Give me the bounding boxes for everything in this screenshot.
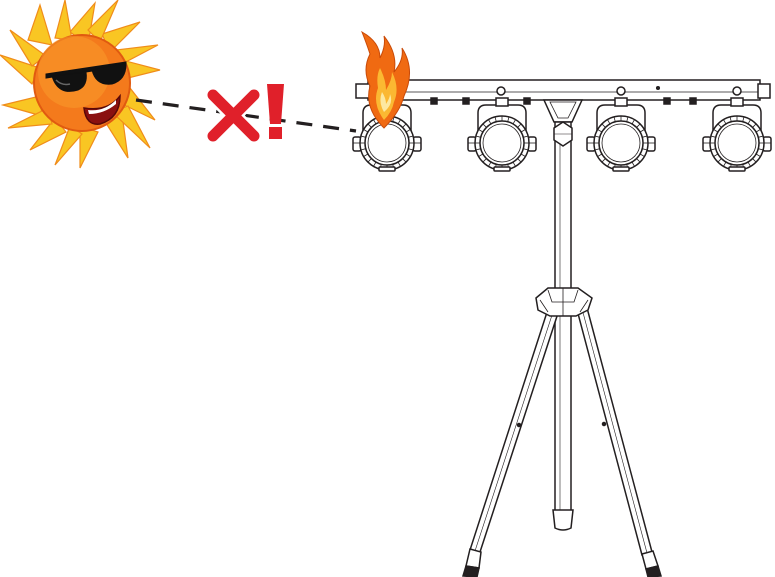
light-bar <box>355 79 771 531</box>
light-head <box>586 97 656 172</box>
sun-icon <box>0 0 161 169</box>
warning-exclamation-icon <box>267 84 284 139</box>
mast-lower <box>554 311 572 513</box>
sight-line <box>135 98 357 133</box>
flame-icon <box>361 30 410 129</box>
light-heads <box>352 97 772 172</box>
light-head <box>702 97 772 172</box>
sunglasses-icon <box>45 61 127 92</box>
mast-upper <box>554 121 572 313</box>
light-head <box>352 97 422 172</box>
tripod <box>462 287 662 577</box>
light-head <box>467 97 537 172</box>
t-bar <box>367 79 761 101</box>
sun-mouth <box>83 93 121 125</box>
tripod-leg-left <box>469 305 560 553</box>
warning-x-icon <box>205 87 262 144</box>
